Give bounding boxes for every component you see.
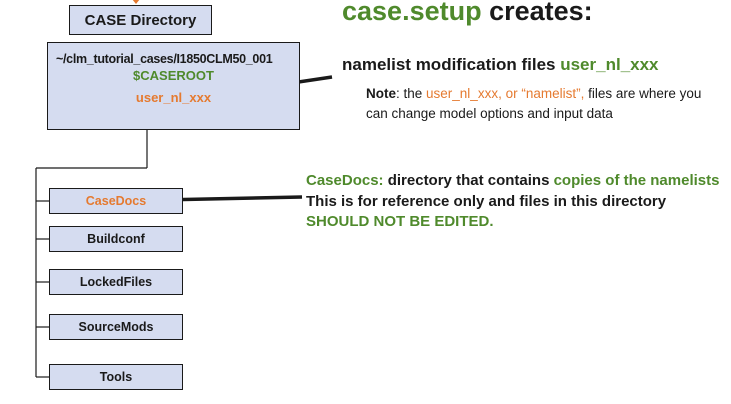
caseroot-user-nl: user_nl_xxx xyxy=(135,90,212,105)
casedocs-part2: This is for reference only and files in … xyxy=(306,192,667,210)
page-heading: case.setup creates: xyxy=(342,0,593,27)
subdir-label: Tools xyxy=(99,370,133,384)
casedocs-highlight2: SHOULD NOT BE EDITED. xyxy=(306,213,494,230)
subdir-lockedfiles: LockedFiles xyxy=(49,269,183,295)
heading-command: case.setup xyxy=(342,0,482,26)
casedocs-label: CaseDocs: xyxy=(306,172,384,189)
case-directory-box: CASE Directory xyxy=(69,5,212,35)
subdir-casedocs: CaseDocs xyxy=(49,188,183,214)
caseroot-variable: $CASEROOT xyxy=(133,68,214,83)
note-rest: files are where you can change model opt… xyxy=(366,86,702,121)
subdir-tools: Tools xyxy=(49,364,183,390)
casedocs-description: CaseDocs: directory that contains copies… xyxy=(306,171,726,233)
decorative-arrow-icon xyxy=(128,0,144,4)
note-text: Note: the user_nl_xxx, or “namelist”, fi… xyxy=(366,84,716,124)
heading-rest: creates: xyxy=(481,0,593,26)
subdir-label: LockedFiles xyxy=(79,275,153,289)
note-highlight: user_nl_xxx, or “namelist”, xyxy=(426,86,585,101)
subdir-label: Buildconf xyxy=(87,232,145,246)
case-directory-label: CASE Directory xyxy=(84,11,197,29)
subdir-buildconf: Buildconf xyxy=(49,226,183,252)
casedocs-highlight1: copies of the namelists xyxy=(553,172,720,189)
subdir-label: SourceMods xyxy=(78,320,154,334)
note-label: Note xyxy=(366,86,396,101)
casedocs-part1: directory that contains xyxy=(383,172,554,189)
namelist-title-highlight: user_nl_xxx xyxy=(560,55,659,74)
subdir-sourcemods: SourceMods xyxy=(49,314,183,340)
note-sep: : the xyxy=(396,86,427,101)
subdir-label: CaseDocs xyxy=(85,194,147,208)
arrow-to-casedocs xyxy=(159,195,303,202)
caseroot-box: ~/clm_tutorial_cases/I1850CLM50_001 $CAS… xyxy=(47,42,300,130)
namelist-title-text: namelist modification files xyxy=(342,55,561,74)
caseroot-path: ~/clm_tutorial_cases/I1850CLM50_001 xyxy=(56,52,273,66)
namelist-title: namelist modification files user_nl_xxx xyxy=(342,55,659,75)
